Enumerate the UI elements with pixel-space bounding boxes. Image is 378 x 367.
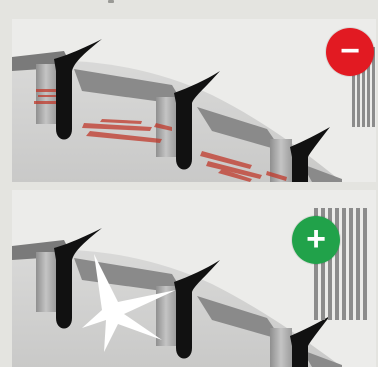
- dirty-blade-illustration: [12, 19, 376, 182]
- panel-dirty-blade: −: [12, 19, 376, 182]
- minus-symbol: −: [340, 34, 360, 68]
- top-divider-strip: [0, 0, 378, 19]
- panel-clean-blade: +: [12, 190, 376, 367]
- plus-badge-icon: +: [292, 216, 340, 264]
- plus-symbol: +: [306, 222, 326, 256]
- tooth-face: [36, 64, 56, 124]
- tooth-face: [36, 252, 56, 312]
- minus-badge-icon: −: [326, 28, 374, 76]
- tooth-face: [270, 328, 292, 367]
- cropped-fragment: [108, 0, 114, 3]
